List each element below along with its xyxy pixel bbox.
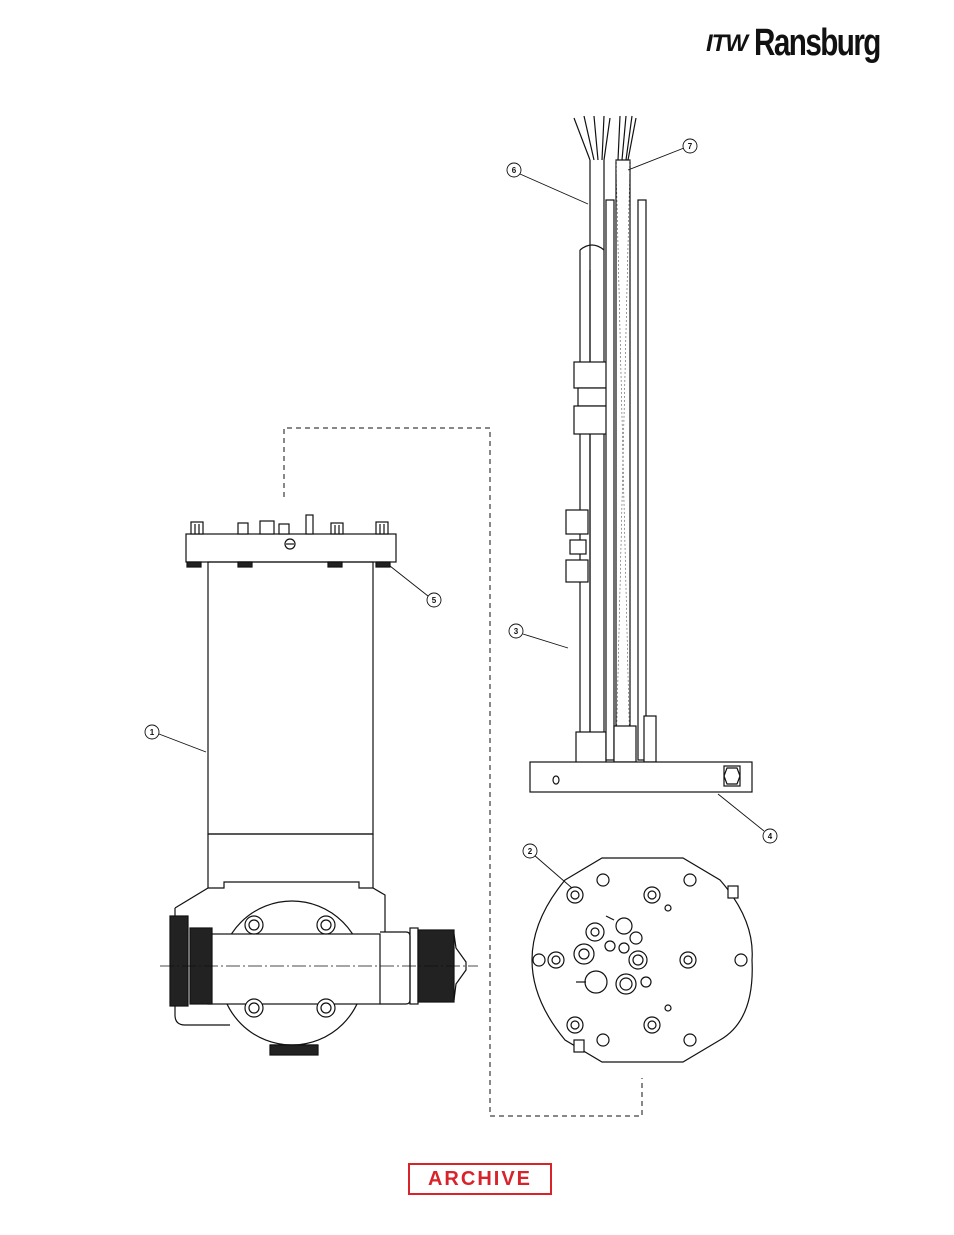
tubing-bundle (566, 116, 656, 770)
callout-3-label: 3 (514, 627, 519, 636)
callout-5-label: 5 (432, 596, 437, 605)
archive-stamp-label: ARCHIVE (410, 1165, 550, 1193)
callout-2: 2 (523, 844, 537, 858)
callout-4: 4 (763, 829, 777, 843)
callout-3: 3 (509, 624, 523, 638)
callout-1: 1 (145, 725, 159, 739)
callout-6-label: 6 (512, 166, 517, 175)
flange-bolts (191, 515, 388, 534)
callout-7: 7 (683, 139, 697, 153)
callout-1-label: 1 (150, 728, 155, 737)
archive-stamp: ARCHIVE (408, 1163, 552, 1195)
manifold-plate (530, 762, 752, 792)
callout-7-label: 7 (688, 142, 693, 151)
callout-5: 5 (427, 593, 441, 607)
callout-2-label: 2 (528, 847, 533, 856)
callout-6: 6 (507, 163, 521, 177)
callout-4-label: 4 (768, 832, 773, 841)
manifold-face (532, 858, 752, 1062)
